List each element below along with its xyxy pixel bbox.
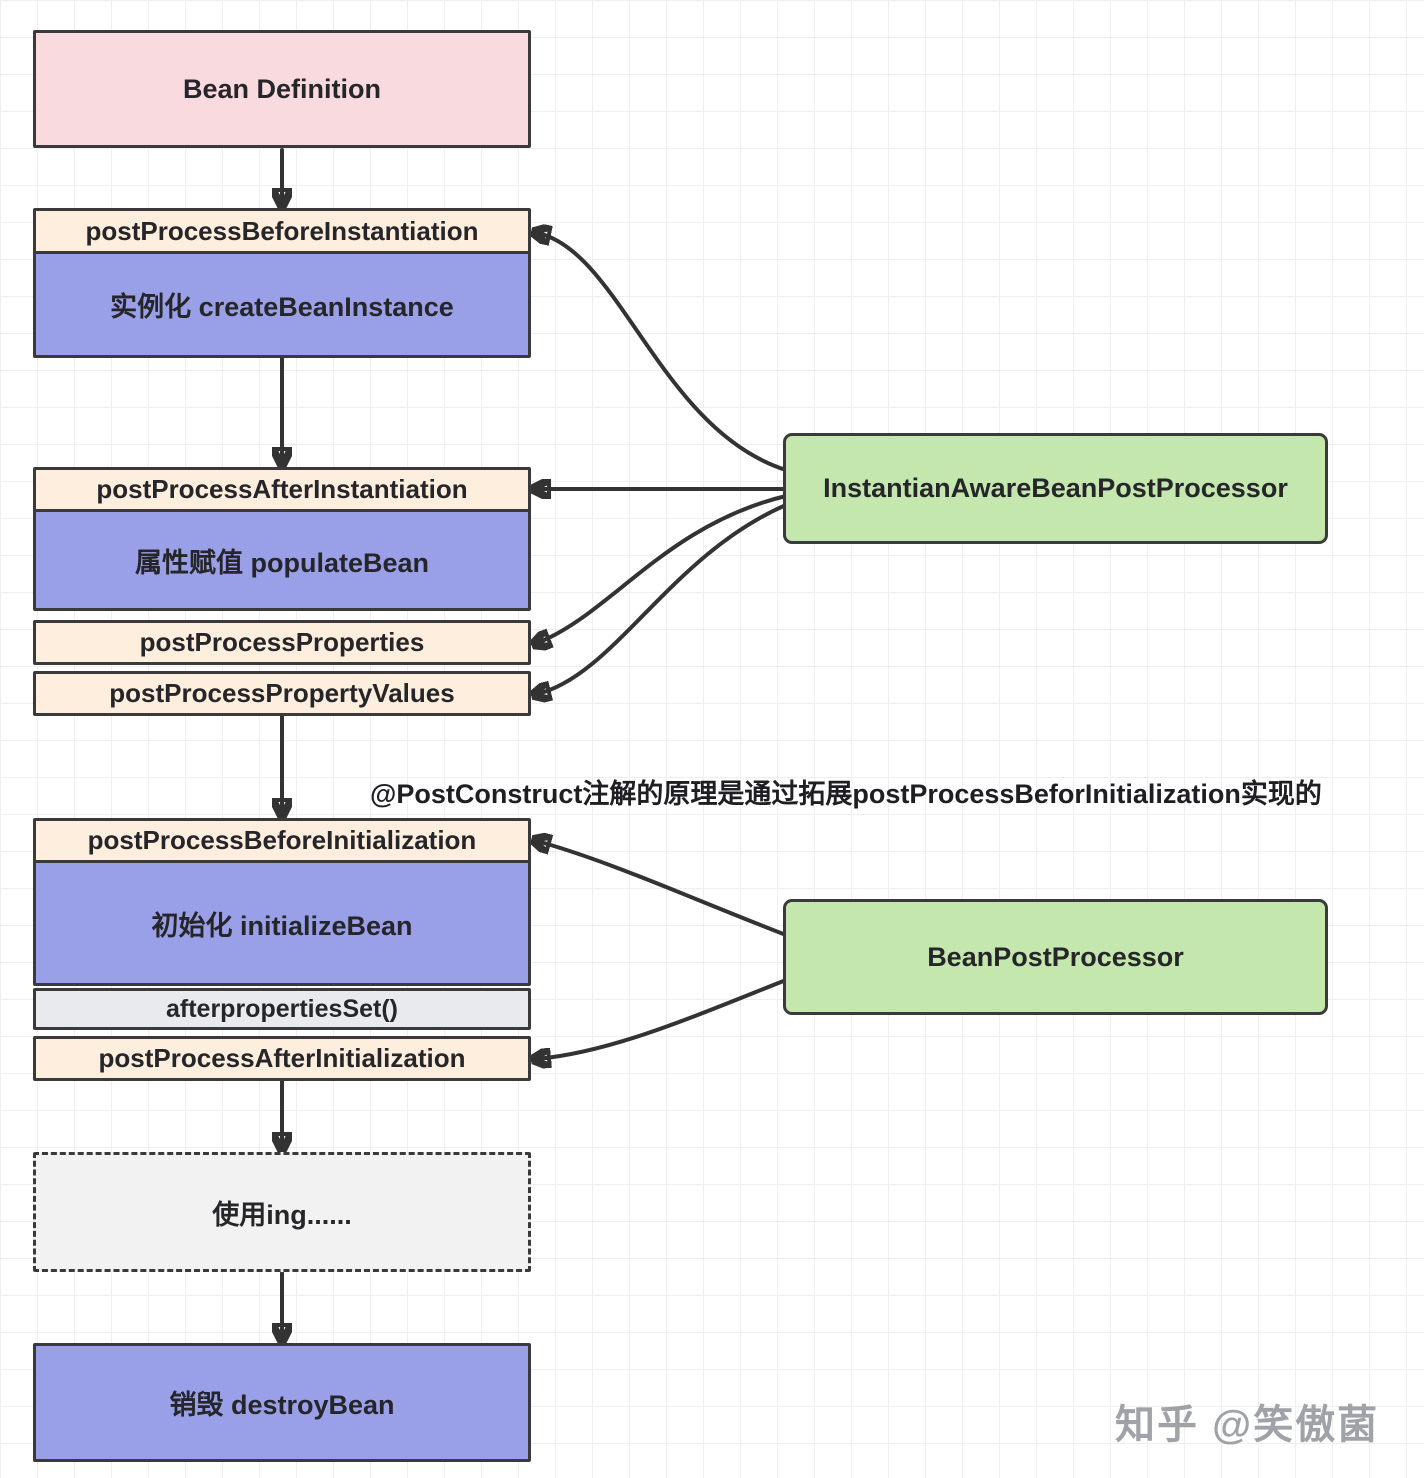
arrow-iabpp-to-property-values (537, 503, 788, 694)
node-post-process-after-initialization: postProcessAfterInitialization (33, 1036, 531, 1081)
node-label: 销毁 destroyBean (169, 1390, 395, 1420)
node-label: postProcessPropertyValues (109, 678, 455, 708)
node-instantiation-aware-bean-post-processor: InstantianAwareBeanPostProcessor (783, 433, 1328, 544)
node-label: 属性赋值 populateBean (134, 547, 430, 578)
node-populate-bean: 属性赋值 populateBean (33, 509, 531, 611)
node-label: Bean Definition (182, 73, 381, 104)
node-label: postProcessProperties (139, 627, 425, 657)
node-post-process-properties: postProcessProperties (33, 620, 531, 665)
node-label: 使用ing...... (212, 1199, 352, 1230)
node-bean-definition: Bean Definition (33, 30, 531, 148)
node-label: postProcessBeforeInstantiation (85, 215, 479, 246)
watermark: 知乎 @笑傲菌 (1115, 1403, 1380, 1447)
node-label: postProcessBeforeInitialization (87, 825, 477, 855)
node-post-process-property-values: postProcessPropertyValues (33, 671, 531, 716)
arrow-bpp-to-after-initialization (537, 978, 788, 1059)
node-label: postProcessAfterInstantiation (96, 474, 468, 504)
node-destroy-bean: 销毁 destroyBean (33, 1343, 531, 1462)
arrow-bpp-to-before-initialization (537, 841, 788, 937)
postconstruct-annotation: @PostConstruct注解的原理是通过拓展postProcessBefor… (370, 779, 1322, 809)
arrow-iabpp-to-properties (537, 494, 788, 643)
node-post-process-before-initialization: postProcessBeforeInitialization (33, 818, 531, 863)
node-bean-post-processor: BeanPostProcessor (783, 899, 1328, 1015)
node-label: BeanPostProcessor (927, 941, 1184, 972)
node-label: 实例化 createBeanInstance (110, 292, 454, 322)
node-after-properties-set: afterpropertiesSet() (33, 988, 531, 1030)
node-post-process-before-instantiation: postProcessBeforeInstantiation (33, 208, 531, 254)
node-label: postProcessAfterInitialization (98, 1043, 466, 1073)
node-label: InstantianAwareBeanPostProcessor (823, 473, 1288, 503)
node-post-process-after-instantiation: postProcessAfterInstantiation (33, 467, 531, 512)
node-initialize-bean: 初始化 initializeBean (33, 860, 531, 986)
arrow-iabpp-to-before-instantiation (537, 233, 788, 472)
node-create-bean-instance: 实例化 createBeanInstance (33, 251, 531, 358)
node-using: 使用ing...... (33, 1152, 531, 1272)
node-label: afterpropertiesSet() (166, 994, 398, 1023)
node-label: 初始化 initializeBean (151, 910, 413, 941)
